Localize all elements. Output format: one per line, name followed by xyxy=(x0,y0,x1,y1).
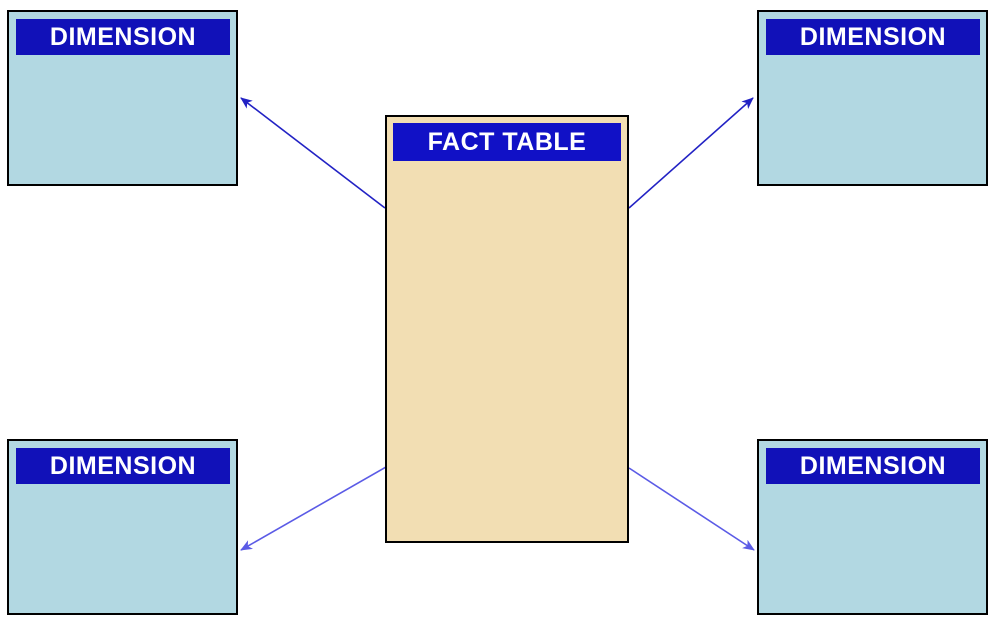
dimension-header-bar: DIMENSION xyxy=(766,448,980,484)
dimension-table-bottom-left: DIMENSION xyxy=(7,439,238,615)
dimension-table-top-left: DIMENSION xyxy=(7,10,238,186)
dimension-label: DIMENSION xyxy=(799,22,947,51)
dimension-table-bottom-right: DIMENSION xyxy=(757,439,988,615)
fact-table-header-bar: FACT TABLE xyxy=(393,123,621,161)
dimension-table-top-right: DIMENSION xyxy=(757,10,988,186)
dimension-label: DIMENSION xyxy=(49,451,197,480)
dimension-header-bar: DIMENSION xyxy=(16,19,230,55)
arrow-fact-to-dimension-bottom-right xyxy=(628,467,755,551)
fact-table-label: FACT TABLE xyxy=(427,127,587,156)
dimension-header-bar: DIMENSION xyxy=(766,19,980,55)
dimension-label: DIMENSION xyxy=(799,451,947,480)
arrow-fact-to-dimension-top-left xyxy=(240,97,386,209)
dimension-header-bar: DIMENSION xyxy=(16,448,230,484)
dimension-label: DIMENSION xyxy=(49,22,197,51)
arrow-fact-to-dimension-bottom-left xyxy=(240,466,387,551)
fact-table: FACT TABLE xyxy=(385,115,629,543)
arrow-fact-to-dimension-top-right xyxy=(628,97,754,209)
